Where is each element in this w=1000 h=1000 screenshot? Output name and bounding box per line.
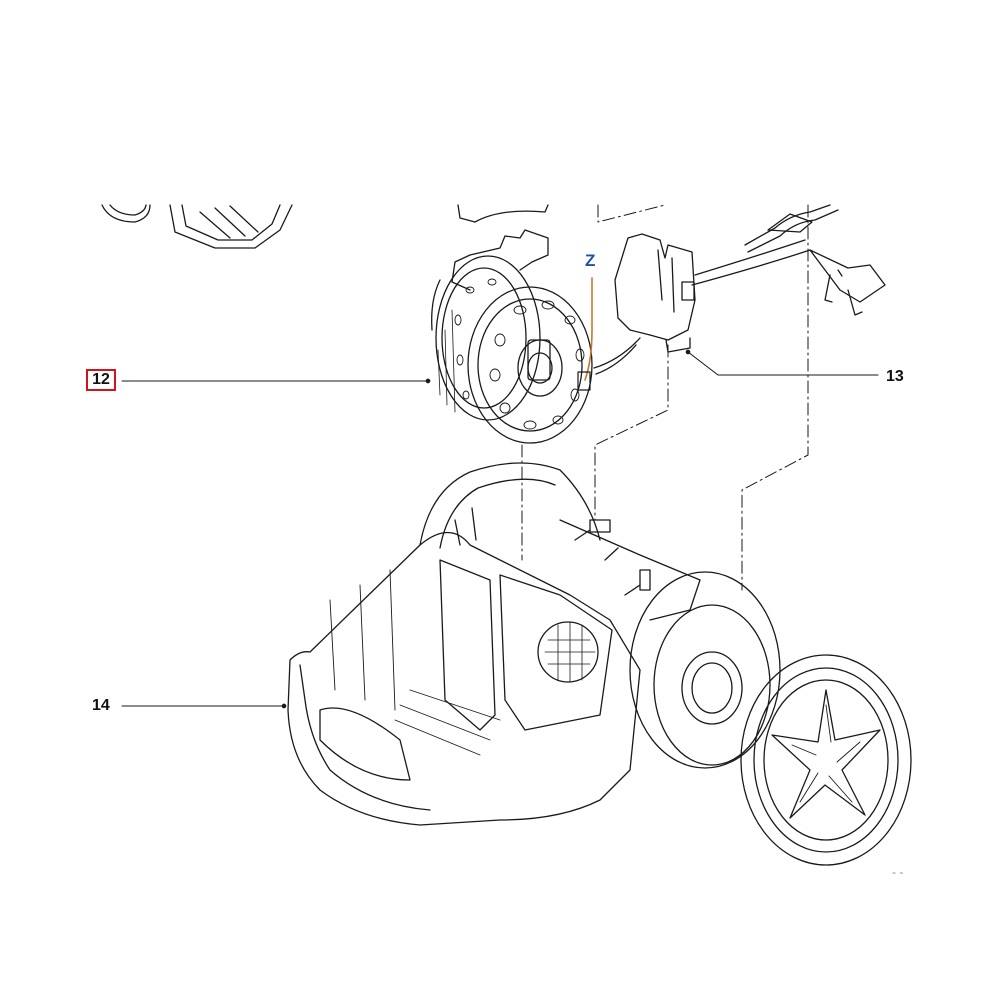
side-wheel-cover xyxy=(629,571,781,769)
callout-13: 13 xyxy=(886,368,904,385)
cable-reel xyxy=(431,229,593,444)
leader-lines xyxy=(121,349,879,709)
partial-top-cover xyxy=(457,204,549,223)
corner-mark: - - xyxy=(892,865,904,879)
callout-14: 14 xyxy=(92,697,110,714)
partial-filter-part xyxy=(101,204,293,249)
switch-and-power-cord xyxy=(593,204,886,375)
vacuum-body xyxy=(287,462,701,826)
callout-wire-z: Z xyxy=(585,251,596,270)
rear-wheel xyxy=(740,654,912,866)
callout-12: 12 xyxy=(86,369,116,391)
assembly-guide-lines xyxy=(521,204,809,591)
wire-connector xyxy=(577,371,591,391)
wire-z xyxy=(584,277,593,381)
